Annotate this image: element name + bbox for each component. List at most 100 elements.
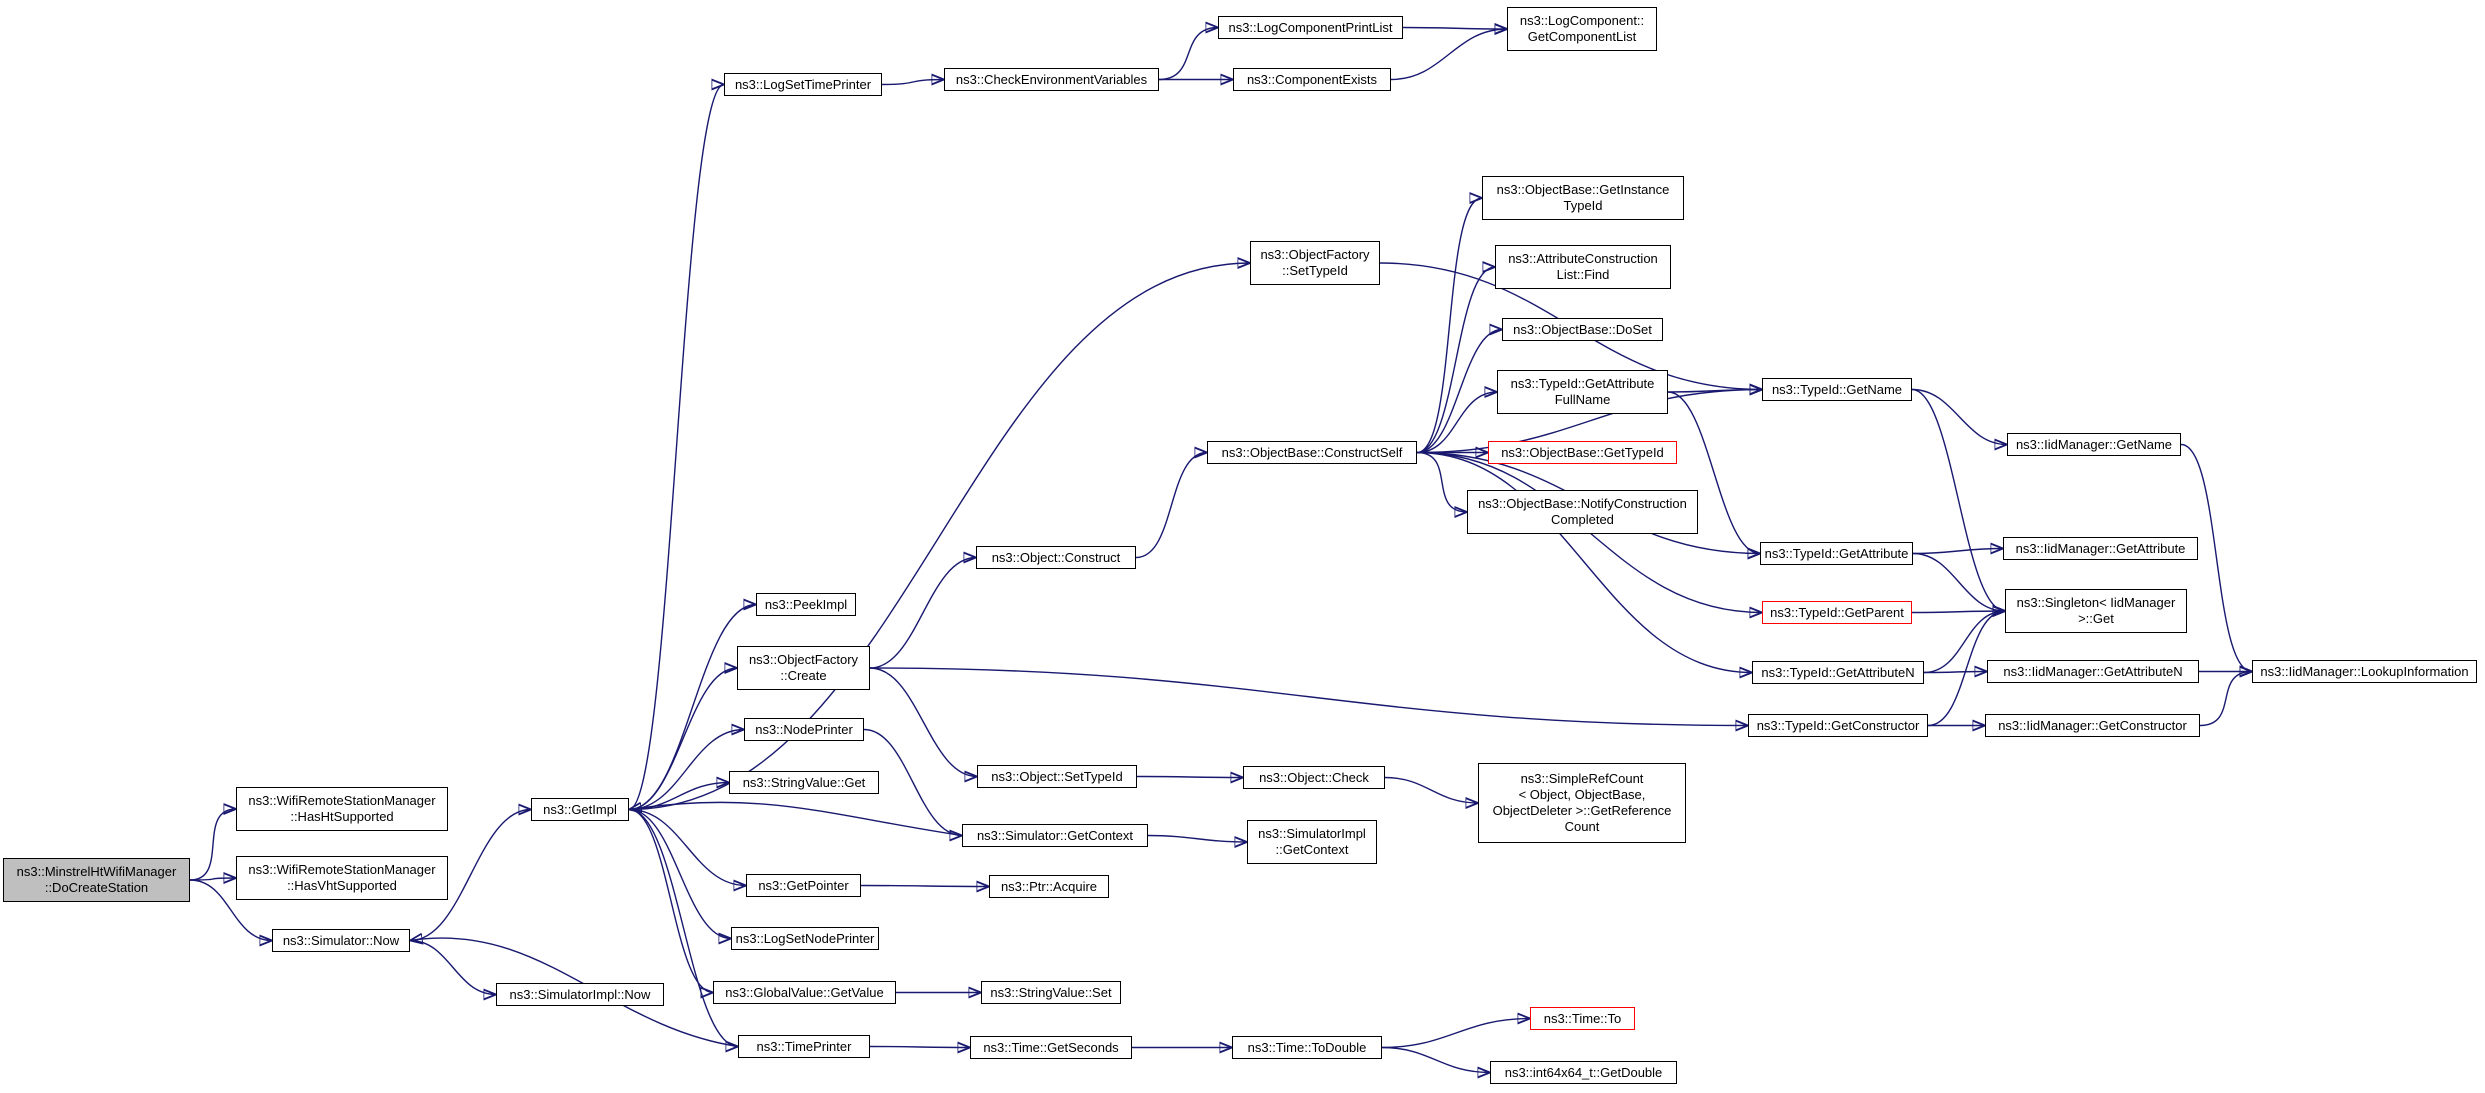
edge-n26-n39 bbox=[1416, 390, 1762, 454]
edge-n39-n44 bbox=[1911, 388, 2007, 445]
edge-n43-n46 bbox=[1927, 611, 2006, 727]
edge-n13-n43 bbox=[869, 667, 1748, 726]
edge-n16-n23 bbox=[860, 886, 989, 887]
node-iidmanager-getconstructor[interactable]: ns3::IidManager::GetConstructor bbox=[1985, 714, 2200, 737]
node-int64x64-t-getdouble[interactable]: ns3::int64x64_t::GetDouble bbox=[1490, 1061, 1677, 1084]
node-getpointer[interactable]: ns3::GetPointer bbox=[746, 874, 861, 897]
edge-n4-n14 bbox=[628, 730, 744, 811]
edge-n4-n15 bbox=[628, 783, 729, 811]
edge-n21-n27 bbox=[1136, 777, 1243, 778]
edge-n42-n47 bbox=[1923, 672, 1987, 673]
node-iidmanager-getname[interactable]: ns3::IidManager::GetName bbox=[2007, 433, 2181, 456]
edge-n29-n37 bbox=[1381, 1019, 1530, 1049]
edge-n3-n5 bbox=[409, 939, 496, 995]
edge-n39-n46 bbox=[1911, 388, 2006, 612]
edge-n4-n19 bbox=[628, 808, 738, 1047]
edge-n26-n32 bbox=[1416, 330, 1503, 454]
edge-n48-n49 bbox=[2199, 672, 2252, 727]
node-logcomponent-getcomponentlist[interactable]: ns3::LogComponent:: GetComponentList bbox=[1507, 7, 1657, 51]
edge-n26-n35 bbox=[1416, 451, 1467, 513]
node-objectbase-getinstance-typeid[interactable]: ns3::ObjectBase::GetInstance TypeId bbox=[1482, 176, 1684, 220]
edge-n4-n18 bbox=[628, 808, 714, 993]
edge-n26-n31 bbox=[1416, 267, 1496, 454]
node-minstrelhtwifimanager-docreatestation: ns3::MinstrelHtWifiManager ::DoCreateSta… bbox=[3, 858, 190, 902]
node-objectbase-gettypeid[interactable]: ns3::ObjectBase::GetTypeId bbox=[1488, 441, 1677, 464]
edge-n4-n13 bbox=[628, 668, 737, 811]
node-simulator-getcontext[interactable]: ns3::Simulator::GetContext bbox=[962, 824, 1148, 847]
node-componentexists[interactable]: ns3::ComponentExists bbox=[1233, 68, 1391, 91]
node-attributeconstruction-list-find[interactable]: ns3::AttributeConstruction List::Find bbox=[1495, 245, 1671, 289]
edge-n0-n1 bbox=[189, 809, 236, 881]
node-peekimpl[interactable]: ns3::PeekImpl bbox=[756, 593, 856, 616]
node-typeid-getattribute-fullname[interactable]: ns3::TypeId::GetAttribute FullName bbox=[1497, 370, 1668, 414]
node-objectbase-constructself[interactable]: ns3::ObjectBase::ConstructSelf bbox=[1207, 441, 1417, 464]
node-simulatorimpl-getcontext[interactable]: ns3::SimulatorImpl ::GetContext bbox=[1247, 820, 1377, 864]
edge-n22-n4 bbox=[629, 802, 963, 837]
node-typeid-getname[interactable]: ns3::TypeId::GetName bbox=[1762, 378, 1912, 401]
node-wifiremotestationmanager-hashtsupported[interactable]: ns3::WifiRemoteStationManager ::HasHtSup… bbox=[236, 787, 448, 831]
node-timeprinter[interactable]: ns3::TimePrinter bbox=[738, 1035, 870, 1058]
edge-n29-n38 bbox=[1381, 1046, 1490, 1073]
node-logsettimeprinter[interactable]: ns3::LogSetTimePrinter bbox=[724, 73, 882, 96]
node-logsetnodeprinter[interactable]: ns3::LogSetNodePrinter bbox=[731, 927, 879, 950]
edge-n4-n16 bbox=[628, 808, 746, 886]
node-object-construct[interactable]: ns3::Object::Construct bbox=[976, 546, 1136, 569]
edge-n4-n11 bbox=[628, 263, 1250, 811]
node-simulator-now[interactable]: ns3::Simulator::Now bbox=[272, 929, 410, 952]
edge-n27-n36 bbox=[1384, 776, 1478, 804]
edge-n33-n40 bbox=[1667, 391, 1761, 554]
node-object-settypeid[interactable]: ns3::Object::SetTypeId bbox=[977, 765, 1137, 788]
node-object-check[interactable]: ns3::Object::Check bbox=[1243, 766, 1385, 789]
node-simplerefcount-object-objectbase-objectdeleter-getreference-count[interactable]: ns3::SimpleRefCount < Object, ObjectBase… bbox=[1478, 763, 1686, 843]
edge-n13-n21 bbox=[869, 667, 977, 777]
node-globalvalue-getvalue[interactable]: ns3::GlobalValue::GetValue bbox=[713, 981, 896, 1004]
node-typeid-getattribute[interactable]: ns3::TypeId::GetAttribute bbox=[1760, 542, 1913, 565]
node-nodeprinter[interactable]: ns3::NodePrinter bbox=[744, 718, 864, 741]
node-stringvalue-get[interactable]: ns3::StringValue::Get bbox=[729, 771, 879, 794]
node-iidmanager-getattribute[interactable]: ns3::IidManager::GetAttribute bbox=[2003, 537, 2198, 560]
node-singleton-iidmanager-get[interactable]: ns3::Singleton< IidManager >::Get bbox=[2005, 589, 2187, 633]
node-time-getseconds[interactable]: ns3::Time::GetSeconds bbox=[970, 1036, 1132, 1059]
node-typeid-getparent[interactable]: ns3::TypeId::GetParent bbox=[1762, 601, 1912, 624]
edge-n22-n28 bbox=[1147, 834, 1247, 843]
edge-n26-n30 bbox=[1416, 198, 1483, 454]
edge-n26-n33 bbox=[1416, 392, 1497, 454]
node-objectfactory-create[interactable]: ns3::ObjectFactory ::Create bbox=[737, 646, 870, 690]
node-wifiremotestationmanager-hasvhtsupported[interactable]: ns3::WifiRemoteStationManager ::HasVhtSu… bbox=[236, 856, 448, 900]
node-iidmanager-getattributen[interactable]: ns3::IidManager::GetAttributeN bbox=[1987, 660, 2199, 683]
node-objectfactory-settypeid[interactable]: ns3::ObjectFactory ::SetTypeId bbox=[1250, 241, 1380, 285]
edge-n19-n25 bbox=[869, 1047, 970, 1048]
node-simulatorimpl-now[interactable]: ns3::SimulatorImpl::Now bbox=[496, 983, 664, 1006]
node-typeid-getconstructor[interactable]: ns3::TypeId::GetConstructor bbox=[1748, 714, 1928, 737]
node-objectbase-doset[interactable]: ns3::ObjectBase::DoSet bbox=[1502, 318, 1663, 341]
node-checkenvironmentvariables[interactable]: ns3::CheckEnvironmentVariables bbox=[944, 68, 1159, 91]
edge-n3-n4 bbox=[409, 810, 531, 942]
node-typeid-getattributen[interactable]: ns3::TypeId::GetAttributeN bbox=[1752, 661, 1924, 684]
node-ptr-acquire[interactable]: ns3::Ptr::Acquire bbox=[989, 875, 1109, 898]
edge-n26-n42 bbox=[1416, 451, 1752, 673]
edge-n0-n2 bbox=[189, 878, 236, 880]
node-iidmanager-lookupinformation[interactable]: ns3::IidManager::LookupInformation bbox=[2252, 660, 2477, 683]
node-stringvalue-set[interactable]: ns3::StringValue::Set bbox=[981, 981, 1121, 1004]
edge-n14-n22 bbox=[863, 728, 962, 836]
edge-n40-n45 bbox=[1912, 549, 2003, 554]
edge-n0-n3 bbox=[189, 879, 272, 941]
edge-n7-n8 bbox=[1158, 28, 1218, 81]
node-time-to[interactable]: ns3::Time::To bbox=[1530, 1007, 1635, 1030]
edge-n8-n10 bbox=[1402, 28, 1507, 30]
node-getimpl[interactable]: ns3::GetImpl bbox=[531, 798, 629, 821]
edge-n41-n46 bbox=[1911, 611, 2005, 613]
edge-n6-n7 bbox=[881, 80, 944, 85]
node-logcomponentprintlist[interactable]: ns3::LogComponentPrintList bbox=[1218, 16, 1403, 39]
edge-n4-n17 bbox=[628, 808, 731, 939]
edge-n20-n26 bbox=[1135, 453, 1207, 559]
edge-n4-n6 bbox=[628, 85, 725, 811]
edge-n33-n39 bbox=[1667, 390, 1762, 393]
node-objectbase-notifyconstruction-completed[interactable]: ns3::ObjectBase::NotifyConstruction Comp… bbox=[1467, 490, 1698, 534]
node-time-todouble[interactable]: ns3::Time::ToDouble bbox=[1232, 1036, 1382, 1059]
edge-n9-n10 bbox=[1390, 29, 1507, 81]
edge-n44-n49 bbox=[2180, 443, 2253, 672]
edge-n13-n20 bbox=[869, 558, 976, 669]
